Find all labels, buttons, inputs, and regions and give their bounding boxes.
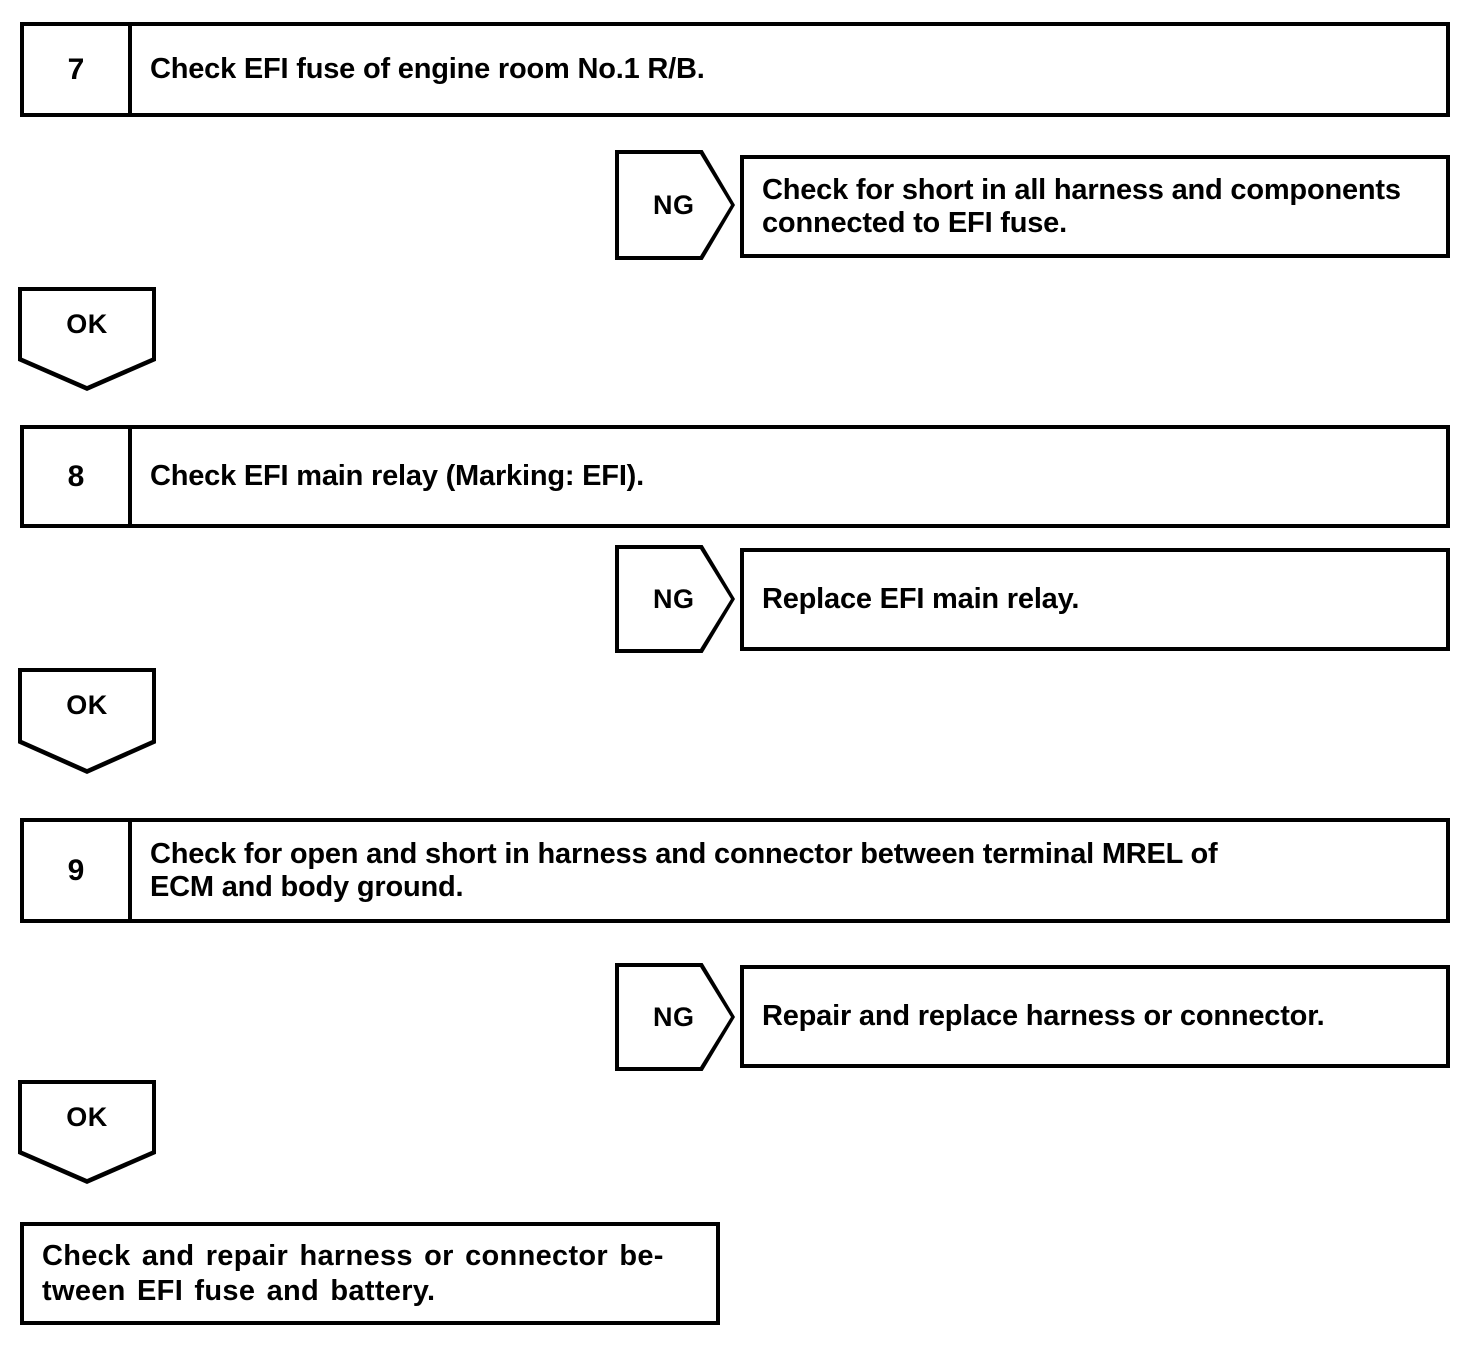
ng-action-line1-7: Check for short in all harness and compo…	[762, 174, 1401, 207]
step-number-9: 9	[67, 853, 85, 887]
ok-label-7: OK	[66, 309, 108, 339]
ng-action-line2-7: connected to EFI fuse.	[762, 206, 1067, 239]
ng-action-box-7[interactable]: Check for short in all harness and compo…	[740, 155, 1450, 258]
step-number-8: 8	[67, 459, 85, 493]
step-number-cell-9: 9	[24, 822, 132, 919]
step-instruction-8: Check EFI main relay (Marking: EFI).	[150, 460, 644, 493]
ng-connector-8[interactable]: NG	[615, 545, 735, 653]
ok-label-9: OK	[66, 1102, 108, 1132]
step-instruction-line1-9: Check for open and short in harness and …	[150, 838, 1218, 871]
ok-connector-9[interactable]: OK	[18, 1080, 156, 1184]
ng-connector-inner-9: NG	[619, 967, 731, 1067]
ng-label-8: NG	[653, 583, 695, 614]
ng-action-text-8: Replace EFI main relay.	[762, 583, 1080, 616]
step-number-7: 7	[67, 52, 85, 86]
step-box-7[interactable]: 7 Check EFI fuse of engine room No.1 R/B…	[20, 22, 1450, 117]
final-action-line1: Check and repair harness or connector be…	[42, 1239, 664, 1272]
step-instruction-line2-9: ECM and body ground.	[150, 870, 464, 903]
ng-action-box-9[interactable]: Repair and replace harness or connector.	[740, 965, 1450, 1068]
ok-label-8: OK	[66, 690, 108, 720]
ng-connector-9[interactable]: NG	[615, 963, 735, 1071]
final-action-text: Check and repair harness or connector be…	[42, 1239, 664, 1309]
step-text-cell-7: Check EFI fuse of engine room No.1 R/B.	[132, 26, 1446, 113]
ng-connector-inner-7: NG	[619, 154, 731, 256]
step-instruction-9: Check for open and short in harness and …	[150, 838, 1218, 903]
ng-action-text-9: Repair and replace harness or connector.	[762, 1000, 1325, 1033]
ng-action-box-8[interactable]: Replace EFI main relay.	[740, 548, 1450, 651]
step-box-8[interactable]: 8 Check EFI main relay (Marking: EFI).	[20, 425, 1450, 528]
ng-connector-7[interactable]: NG	[615, 150, 735, 260]
step-text-cell-8: Check EFI main relay (Marking: EFI).	[132, 429, 1446, 524]
final-action-box[interactable]: Check and repair harness or connector be…	[20, 1222, 720, 1325]
step-box-9[interactable]: 9 Check for open and short in harness an…	[20, 818, 1450, 923]
step-number-cell-7: 7	[24, 26, 132, 113]
ok-connector-7[interactable]: OK	[18, 287, 156, 391]
step-instruction-7: Check EFI fuse of engine room No.1 R/B.	[150, 53, 705, 86]
final-action-line2: tween EFI fuse and battery.	[42, 1274, 436, 1307]
ng-label-9: NG	[653, 1001, 695, 1032]
ok-connector-8[interactable]: OK	[18, 668, 156, 774]
ng-label-7: NG	[653, 189, 695, 220]
ng-action-text-7: Check for short in all harness and compo…	[762, 174, 1401, 239]
step-number-cell-8: 8	[24, 429, 132, 524]
ng-connector-inner-8: NG	[619, 549, 731, 649]
step-text-cell-9: Check for open and short in harness and …	[132, 822, 1446, 919]
